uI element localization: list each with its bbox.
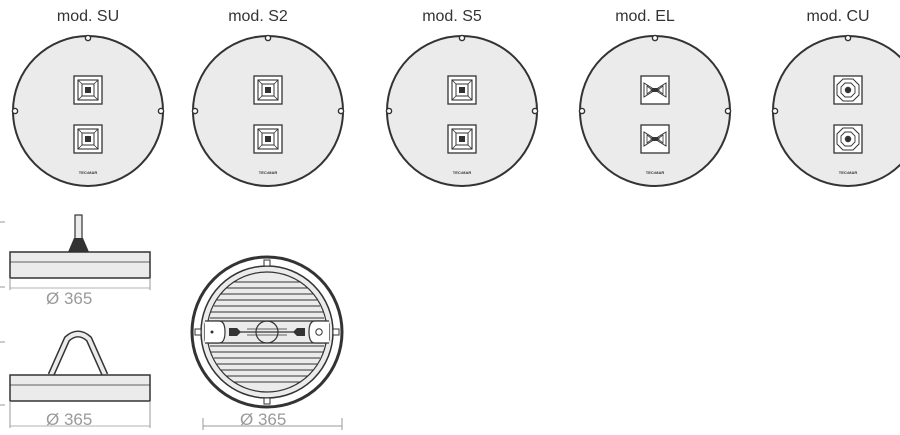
- lamp-front-s5: TEC•MAR: [385, 34, 539, 188]
- edge-dimension-ticks: [0, 221, 5, 406]
- brand-mark: TEC•MAR: [79, 170, 98, 175]
- square-lens-icon: [253, 75, 283, 105]
- model-label-s5: mod. S5: [422, 8, 482, 25]
- square-lens-icon: [447, 75, 477, 105]
- model-label-el: mod. EL: [615, 8, 675, 25]
- dimension-label-back: Ø 365: [240, 410, 287, 429]
- dimension-label-handle: Ø 365: [46, 410, 93, 429]
- square-lens-icon: [447, 124, 477, 154]
- octagon-lens-icon: [833, 75, 863, 105]
- bowtie-lens-icon: [640, 124, 670, 154]
- square-lens-icon: [253, 124, 283, 154]
- back-view: [190, 255, 344, 409]
- model-label-s2: mod. S2: [228, 8, 288, 25]
- lamp-front-s2: TEC•MAR: [191, 34, 345, 188]
- side-view-pole: [9, 214, 151, 290]
- side-view-handle: [9, 330, 151, 428]
- brand-mark: TEC•MAR: [646, 170, 665, 175]
- dimension-label-pole: Ø 365: [46, 289, 93, 308]
- back-view-dimension-line: [202, 418, 343, 430]
- lamp-front-su: TEC•MAR: [11, 34, 165, 188]
- square-lens-icon: [73, 124, 103, 154]
- model-label-cu: mod. CU: [806, 8, 870, 25]
- square-lens-icon: [73, 75, 103, 105]
- lamp-front-el: TEC•MAR: [578, 34, 732, 188]
- lamp-front-cu: TEC•MAR: [771, 34, 900, 188]
- octagon-lens-icon: [833, 124, 863, 154]
- brand-mark: TEC•MAR: [839, 170, 858, 175]
- brand-mark: TEC•MAR: [453, 170, 472, 175]
- model-label-su: mod. SU: [56, 8, 120, 25]
- bowtie-lens-icon: [640, 75, 670, 105]
- brand-mark: TEC•MAR: [259, 170, 278, 175]
